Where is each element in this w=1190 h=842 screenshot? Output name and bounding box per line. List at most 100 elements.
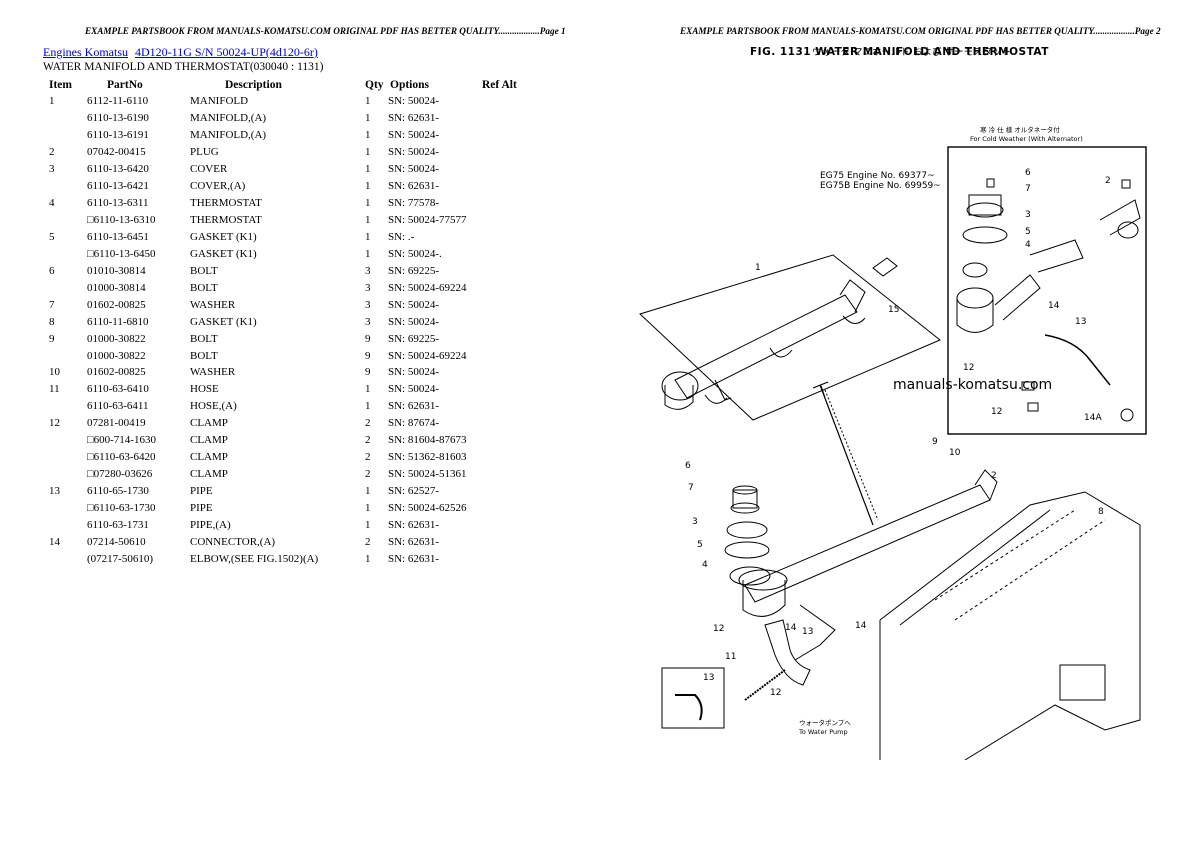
- cell-partno: □6110-13-6450: [87, 247, 156, 260]
- cell-item: 8: [49, 315, 55, 328]
- callout-9: 9: [932, 437, 938, 447]
- cell-ref-alt: [482, 381, 532, 398]
- cell-partno: 6110-13-6451: [87, 230, 149, 243]
- cell-options: SN: 62631-: [388, 552, 440, 565]
- callout-6-inset: 6: [1025, 168, 1031, 178]
- cell-options: SN: 50024-: [388, 298, 440, 311]
- parts-diagram: EG75 Engine No. 69377~ EG75B Engine No. …: [639, 125, 1147, 760]
- cell-partno: 6110-13-6311: [87, 197, 149, 210]
- cell-qty: 3: [365, 298, 371, 311]
- cell-item: 3: [49, 163, 55, 176]
- cell-description: CLAMP: [190, 468, 228, 481]
- cell-partno: 6110-13-6190: [87, 112, 149, 125]
- breadcrumb-engines-link[interactable]: Engines Komatsu: [43, 45, 128, 59]
- col-header-qty: Qty: [365, 78, 384, 91]
- cell-partno: 01602-00825: [87, 298, 146, 311]
- callout-7-inset: 7: [1025, 184, 1031, 194]
- cell-qty: 1: [365, 95, 371, 108]
- cell-options: SN: 50024-: [388, 146, 440, 159]
- cell-item: [40, 347, 87, 364]
- callout-5: 5: [697, 540, 703, 550]
- cell-partno: 6110-13-6421: [87, 180, 149, 193]
- cell-options: SN: 50024-69224: [388, 281, 467, 294]
- cell-item: [40, 279, 87, 296]
- cell-ref-alt: [482, 178, 532, 195]
- cell-options: SN: 50024-: [388, 95, 440, 108]
- callout-12-a: 12: [713, 624, 724, 634]
- callout-14-b: 14: [855, 621, 867, 631]
- cell-ref-alt: [482, 550, 532, 567]
- cell-qty: 9: [365, 349, 371, 362]
- cell-qty: 2: [365, 434, 371, 447]
- cell-qty: 3: [365, 315, 371, 328]
- cell-options: SN: 50024-: [388, 163, 440, 176]
- cell-qty: 1: [365, 383, 371, 396]
- cell-description: CONNECTOR,(A): [190, 535, 276, 548]
- cell-options: SN: 50024-77577: [388, 214, 467, 227]
- cell-partno: 6112-11-6110: [87, 95, 149, 108]
- cell-item: 12: [49, 417, 60, 430]
- cell-item: 5: [49, 230, 55, 243]
- callout-15: 15: [888, 305, 899, 315]
- cell-ref-alt: [482, 483, 532, 500]
- callout-2-inset: 2: [1105, 176, 1111, 186]
- cell-item: [40, 550, 87, 567]
- callout-13-small-inset: 13: [703, 673, 714, 683]
- cold-weather-label-jp: 寒 冷 仕 様 オルタネータ付: [980, 125, 1060, 134]
- cell-options: SN: 81604-87673: [388, 434, 467, 447]
- breadcrumb-model-link[interactable]: 4D120-11G S/N 50024-UP(4d120-6r): [135, 45, 318, 59]
- cell-description: HOSE: [190, 383, 219, 396]
- cell-options: SN: .-: [388, 230, 415, 243]
- cell-item: 10: [49, 366, 60, 379]
- cell-item: 9: [49, 332, 55, 345]
- cell-partno: 6110-65-1730: [87, 485, 149, 498]
- cell-ref-alt: [482, 245, 532, 262]
- cell-partno: □6110-13-6310: [87, 214, 156, 227]
- callout-3: 3: [692, 517, 698, 527]
- cell-qty: 1: [365, 501, 371, 514]
- manifold-end-flange: [661, 371, 699, 401]
- table-row: 7 01602-00825 WASHER 3 SN: 50024-: [40, 296, 532, 313]
- cell-ref-alt: [482, 195, 532, 212]
- cell-ref-alt: [482, 415, 532, 432]
- cell-description: WASHER: [190, 298, 236, 311]
- parts-table: Item PartNo Description Qty Options Ref …: [40, 76, 532, 567]
- callout-6: 6: [685, 461, 691, 471]
- cell-item: 14: [49, 535, 60, 548]
- water-pump-label-jp: ウォータポンプへ: [799, 718, 851, 727]
- cell-item: [40, 178, 87, 195]
- cell-item: [40, 127, 87, 144]
- callout-4: 4: [702, 560, 708, 570]
- cell-qty: 9: [365, 366, 371, 379]
- cell-partno: 01000-30822: [87, 332, 146, 345]
- cell-partno: 07214-50610: [87, 535, 146, 548]
- cell-qty: 1: [365, 146, 371, 159]
- cell-item: [40, 398, 87, 415]
- cell-qty: 1: [365, 163, 371, 176]
- cell-description: CLAMP: [190, 434, 228, 447]
- cell-description: BOLT: [190, 281, 218, 294]
- cell-item: 7: [49, 298, 55, 311]
- cell-ref-alt: [482, 330, 532, 347]
- cell-item: [40, 110, 87, 127]
- cell-partno: 01000-30822: [87, 349, 146, 362]
- cell-qty: 2: [365, 417, 371, 430]
- cell-ref-alt: [482, 296, 532, 313]
- col-header-description: Description: [225, 78, 282, 91]
- cell-options: SN: 50024-.: [388, 247, 442, 260]
- cell-ref-alt: [482, 93, 532, 110]
- cell-item: 4: [49, 197, 55, 210]
- cell-item: 6: [49, 264, 55, 277]
- cell-qty: 1: [365, 180, 371, 193]
